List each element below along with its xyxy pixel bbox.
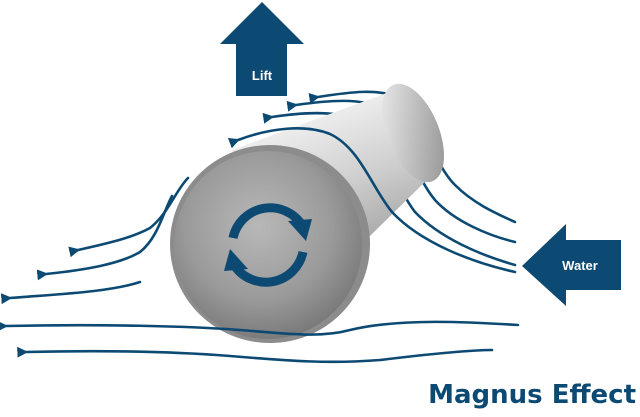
- lift-arrow: Lift: [220, 2, 304, 96]
- diagram-title: Magnus Effect: [428, 380, 636, 410]
- cylinder: [170, 83, 444, 343]
- flow-line: [0, 280, 142, 305]
- water-arrow: Water: [522, 224, 621, 306]
- flow-line: [227, 127, 517, 274]
- flow-line: [36, 194, 174, 281]
- flow-line: [68, 176, 190, 258]
- water-label: Water: [562, 258, 598, 273]
- flow-line: [0, 320, 520, 336]
- flow-line: [17, 346, 494, 364]
- flow-lines-front: [0, 127, 520, 364]
- rotation-arrows-icon: [224, 203, 312, 287]
- lift-label: Lift: [252, 68, 273, 83]
- arrow-up-icon: [220, 2, 304, 96]
- cylinder-back-cap: [382, 83, 444, 183]
- arrow-left-icon: [522, 224, 621, 306]
- cylinder-front-face: [174, 151, 362, 339]
